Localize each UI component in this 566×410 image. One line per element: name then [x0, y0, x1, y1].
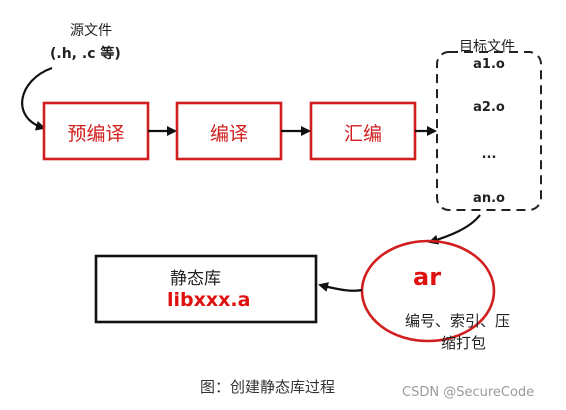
step-label-precompile: 预编译 [67, 123, 125, 145]
object-file-ellipsis: ... [481, 147, 497, 162]
library-label: 静态库 [170, 269, 221, 289]
ar-description-line-1: 编号、索引、压 [405, 312, 511, 330]
step-box-assemble [309, 101, 417, 161]
ar-description-line-2: 缩打包 [441, 334, 487, 352]
step-label-compile: 编译 [209, 123, 248, 145]
step-box-compile [175, 101, 283, 161]
source-arrow [21, 66, 53, 131]
object-file-2: a2.o [473, 100, 505, 115]
library-box [94, 254, 318, 324]
source-label: 源文件 [70, 23, 112, 39]
source-types: (.h, .c 等) [50, 46, 121, 62]
arrow-objects-to-ar [428, 214, 481, 245]
object-file-n: an.o [473, 191, 505, 206]
figure-caption: 图：创建静态库过程 [200, 378, 336, 396]
ar-tool-label: ar [413, 263, 442, 291]
object-files-box [436, 51, 542, 211]
arrow-ar-to-library [318, 282, 363, 292]
target-label: 目标文件 [459, 39, 515, 55]
object-file-1: a1.o [473, 57, 505, 72]
library-name: libxxx.a [167, 289, 251, 311]
step-label-assemble: 汇编 [343, 123, 382, 145]
watermark: CSDN @SecureCode [402, 385, 535, 400]
